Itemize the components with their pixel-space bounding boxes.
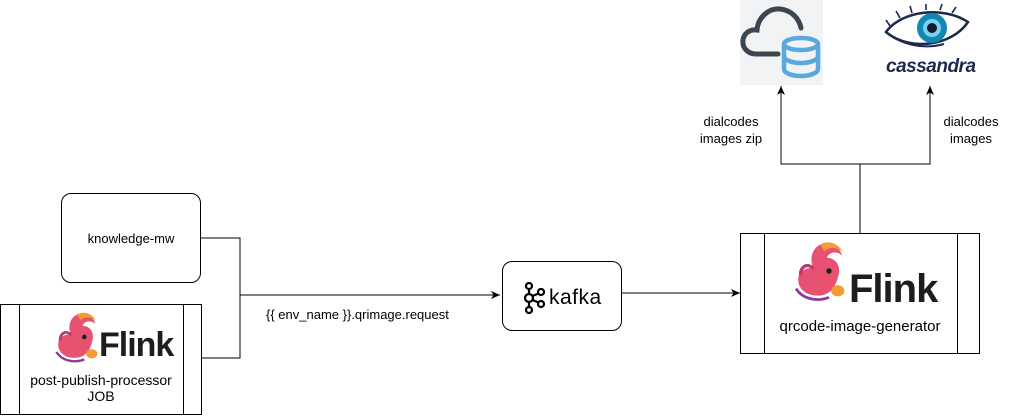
dialcodes-images-label-line2: images: [950, 131, 992, 146]
edge-post-publish-to-kafka: [201, 295, 241, 359]
kafka-topic-label: {{ env_name }}.qrimage.request: [266, 307, 449, 322]
cloud-storage-node[interactable]: [740, 0, 823, 85]
flink-logo-text: Flink: [849, 267, 938, 311]
dialcodes-images-zip-label-line2: images zip: [699, 131, 763, 146]
dialcodes-images-label-line1: dialcodes: [943, 114, 999, 129]
post-publish-label-line1: post-publish-processor: [30, 372, 172, 388]
cassandra-node[interactable]: cassandra: [878, 4, 978, 84]
kafka-logo-text: kafka: [549, 286, 602, 309]
process-bar-left: [19, 305, 20, 414]
dialcodes-images-zip-label-line1: dialcodes: [703, 114, 759, 129]
cassandra-eye-icon: [884, 4, 970, 48]
cloud-storage-icon: [740, 6, 821, 79]
flink-squirrel-icon: [794, 242, 845, 301]
qrcode-image-generator-label: qrcode-image-generator: [779, 318, 941, 335]
process-bar-left: [764, 234, 765, 353]
edge-to-cloud-storage: [777, 86, 860, 165]
flink-logo-text: Flink: [99, 326, 174, 364]
flink-squirrel-icon: [55, 312, 98, 363]
post-publish-label-line2: JOB: [87, 388, 115, 404]
knowledge-mw-label: knowledge-mw: [87, 231, 175, 246]
cassandra-logo-text: cassandra: [886, 56, 976, 77]
edge-knowledge-mw-to-kafka: [201, 237, 500, 299]
qrcode-image-generator-node[interactable]: Flink qrcode-image-generator: [740, 233, 980, 354]
process-bar-right: [957, 234, 958, 353]
knowledge-mw-node[interactable]: knowledge-mw: [61, 193, 201, 283]
process-bar-right: [183, 305, 184, 414]
kafka-icon: [523, 282, 545, 314]
edge-to-cassandra: [860, 86, 934, 165]
kafka-node[interactable]: kafka: [502, 261, 622, 331]
post-publish-processor-node[interactable]: Flink post-publish-processor JOB: [0, 304, 202, 415]
